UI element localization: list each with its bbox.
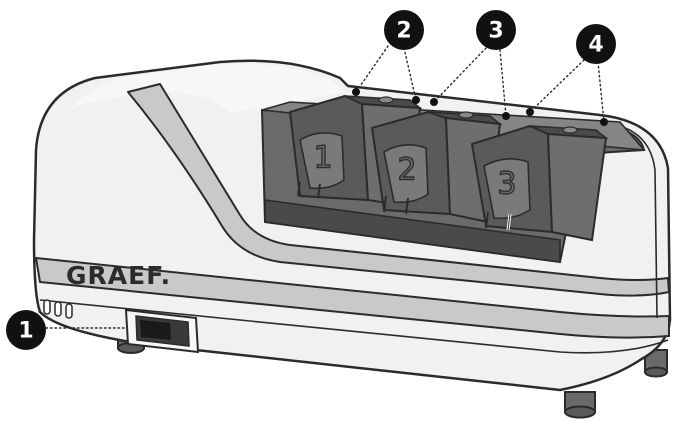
callout-label-1: 1 — [18, 319, 33, 344]
callout-4: 4 — [576, 24, 616, 64]
leader-2b — [403, 47, 417, 101]
slot-label-3: 3 — [497, 167, 516, 202]
callout-2: 2 — [384, 10, 424, 50]
feet — [117, 329, 668, 419]
leader-3b — [499, 49, 507, 117]
module-tray-floor — [264, 199, 561, 263]
callout-3: 3 — [476, 10, 516, 50]
housing-top-face — [70, 63, 345, 112]
leader-2a — [355, 45, 389, 93]
leader-4a — [529, 59, 585, 113]
power-switch[interactable] — [124, 308, 200, 354]
housing-base-line — [39, 299, 669, 354]
housing-diagonal-stripe — [127, 83, 670, 297]
callout-label-2: 2 — [396, 19, 411, 44]
callout-label-3: 3 — [488, 19, 503, 44]
brand-logo-text: GRAEF. — [66, 261, 171, 290]
slot-label-1: 1 — [313, 141, 332, 176]
leader-lines — [45, 45, 605, 329]
foot-front-right — [564, 391, 596, 419]
leader-dots — [352, 88, 608, 126]
foot-back-right — [644, 349, 668, 378]
callout-1: 1 — [6, 310, 46, 350]
housing-lower-stripe — [35, 257, 670, 339]
leader-4b — [597, 61, 605, 123]
callout-label-4: 4 — [588, 33, 603, 58]
knife-guide-3: 3 — [471, 125, 609, 242]
slot-label-2: 2 — [397, 153, 416, 188]
leader-3a — [433, 47, 487, 103]
vent-slots — [43, 299, 73, 319]
